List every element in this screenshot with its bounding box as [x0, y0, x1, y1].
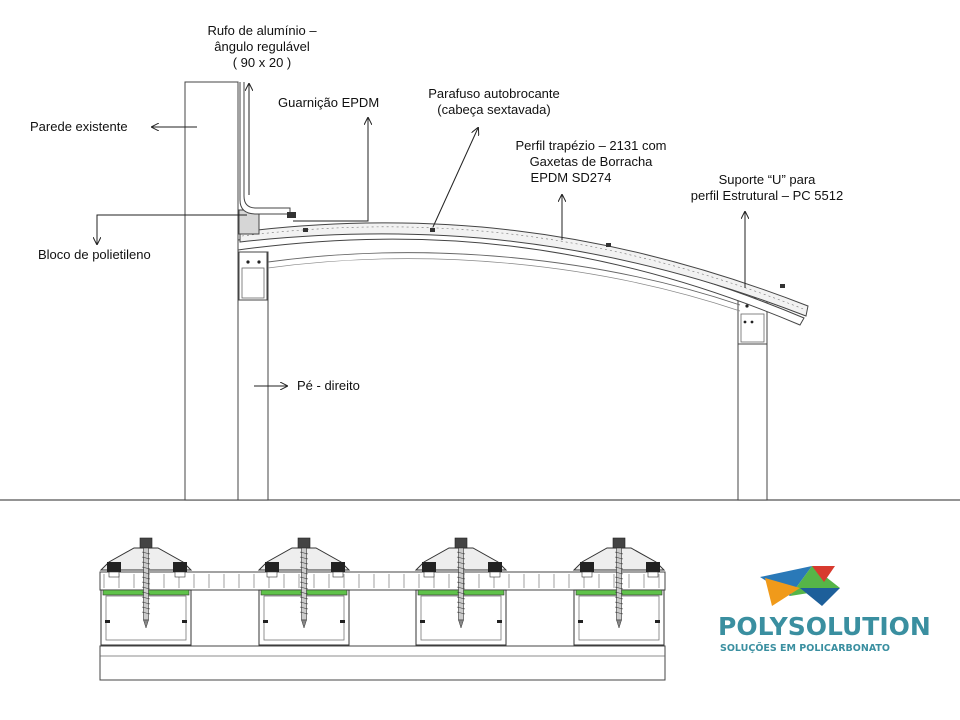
screw-head: [430, 228, 435, 232]
polycarbonate-panel: [239, 222, 809, 317]
label-suporte: Suporte “U” para perfil Estrutural – PC …: [690, 172, 844, 203]
label-rufo: Rufo de alumínio – ângulo regulável ( 90…: [207, 23, 317, 70]
profile-unit: [257, 537, 351, 646]
label-parafuso: Parafuso autobrocante (cabeça sextavada): [428, 86, 560, 117]
arrow-parafuso: [432, 128, 478, 228]
label-bloco: Bloco de polietileno: [38, 247, 151, 262]
arrow-guarnicao: [293, 118, 368, 222]
arrow-bloco: [97, 214, 247, 244]
label-pe: Pé - direito: [297, 378, 360, 393]
label-perfil: Perfil trapézio – 2131 com Gaxetas de Bo…: [515, 138, 667, 185]
screw-head: [780, 284, 785, 288]
polysolution-logo-mark: [760, 566, 840, 606]
cross-section-detail: [99, 571, 666, 681]
label-guarnicao: Guarnição EPDM: [278, 95, 380, 110]
left-post-bracket: [238, 251, 268, 301]
profile-unit: [572, 537, 666, 646]
logo-tagline: SOLUÇÕES EM POLICARBONATO: [720, 643, 890, 654]
screw-head: [303, 228, 308, 232]
existing-wall: [184, 81, 239, 501]
logo-name: POLYSOLUTION: [718, 612, 931, 641]
profile-unit: [414, 537, 508, 646]
profile-unit: [99, 537, 193, 646]
aluminium-flashing: [239, 82, 291, 215]
epdm-gasket: [287, 212, 296, 218]
label-parede: Parede existente: [30, 119, 128, 134]
screw-head: [606, 243, 611, 247]
